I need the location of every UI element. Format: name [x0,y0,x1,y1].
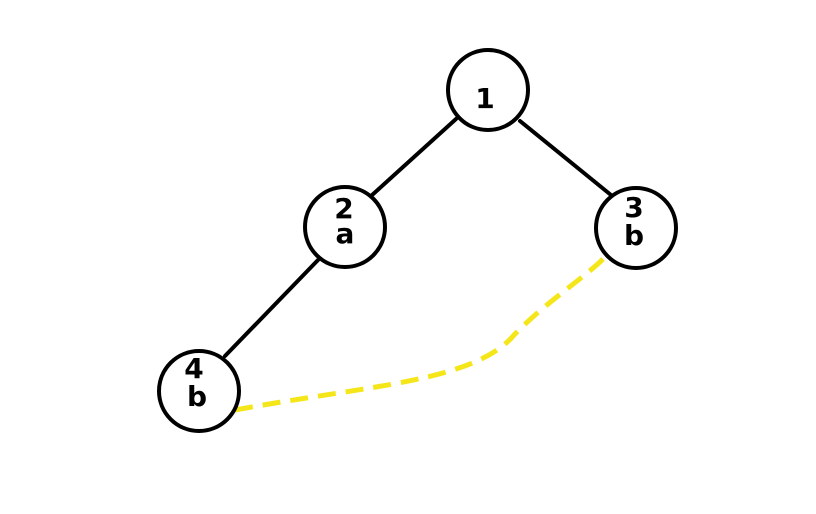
node-3: 3 b [594,186,678,270]
edge-2-4 [223,258,320,358]
node-4-circle [157,349,241,433]
node-3-sublabel: b [624,219,644,252]
edge-1-2 [369,117,458,198]
edge-4-3-dashed [234,254,608,413]
node-2: 2 a [303,185,387,269]
node-1-circle [446,48,530,132]
node-1: 1 [446,48,530,132]
node-3-circle [594,186,678,270]
node-3-label: 3 [624,191,643,224]
node-4: 4 b [157,349,241,433]
node-2-sublabel: a [336,217,355,250]
node-4-label: 4 [184,352,203,385]
node-2-circle [303,185,387,269]
node-1-label: 1 [475,82,494,115]
edge-1-3 [518,119,613,197]
node-4-sublabel: b [187,380,207,413]
node-2-label: 2 [334,192,353,225]
